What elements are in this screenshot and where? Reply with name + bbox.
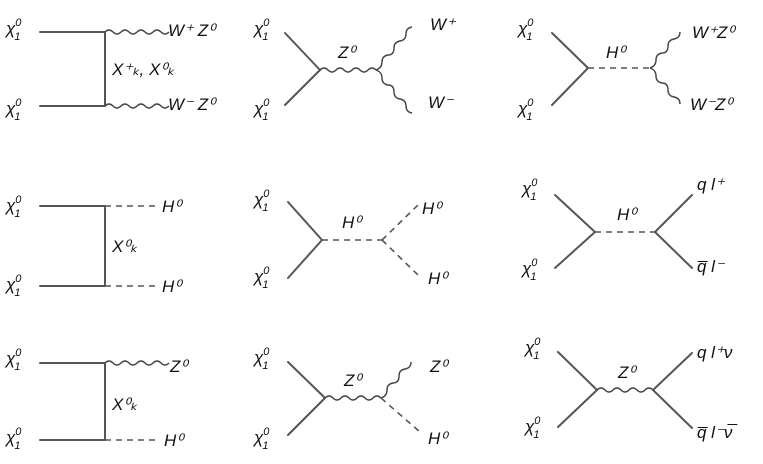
diagram-3-out-top-label: W⁺Z⁰: [692, 23, 736, 42]
diagram-9-out-top: [652, 352, 693, 391]
diagram-8-mediator-label: Z⁰: [343, 371, 363, 390]
diagram-8-out-top-label: Z⁰: [429, 357, 449, 376]
diagram-6-out-bottom-label: q̅ l⁻: [697, 257, 726, 276]
diagram-9-mediator: [596, 387, 654, 393]
diagram-6-out-top-label: q l⁺: [697, 175, 726, 194]
diagram-9-out-top-label: q l⁺ν: [697, 343, 733, 362]
diagram-7-out-top-label: Z⁰: [169, 357, 189, 376]
diagram-2-incoming-top: [284, 32, 321, 71]
diagram-5-mediator-label: H⁰: [342, 213, 363, 232]
diagram-5-out-bottom: [381, 239, 419, 276]
diagram-7-propagator-label: X⁰ₖ: [111, 395, 138, 414]
diagram-3-incoming-bottom: [551, 67, 589, 106]
diagram-1-boson-top: [104, 29, 170, 35]
diagram-2-out-top: [375, 26, 413, 71]
diagram-3-out-bottom-label: W⁻Z⁰: [690, 95, 734, 114]
diagram-3-incoming-top: [551, 32, 589, 69]
diagram-8-mediator: [324, 395, 382, 401]
diagram-9-out-bottom-label: q̅ l⁻ν̅: [697, 423, 739, 442]
diagram-5-incoming-bottom: [287, 239, 323, 279]
diagram-3-out-bottom: [649, 67, 681, 105]
diagram-6-out-top: [654, 194, 693, 233]
diagram-9-mediator-label: Z⁰: [617, 363, 637, 382]
diagram-5-out-top-label: H⁰: [422, 199, 443, 218]
diagram-9-incoming-top: [557, 351, 598, 391]
diagram-2-mediator: [319, 67, 377, 73]
diagram-5-out-top: [381, 204, 419, 241]
diagram-9-out-bottom: [652, 389, 693, 429]
diagram-6-incoming-bottom: [554, 231, 596, 269]
diagram-3-mediator-label: H⁰: [606, 43, 627, 62]
diagram-6-out-bottom: [654, 231, 693, 269]
diagram-4-out-bottom-label: H⁰: [162, 277, 183, 296]
diagram-9-incoming-bottom: [557, 389, 598, 428]
diagram-8-out-bottom-label: H⁰: [428, 429, 449, 448]
diagram-2-out-bottom-label: W⁻: [428, 93, 455, 112]
diagram-1-boson-bottom: [104, 103, 170, 109]
diagram-8-incoming-top: [287, 361, 326, 399]
diagram-2-mediator-label: Z⁰: [337, 43, 357, 62]
diagram-6-incoming-top: [554, 194, 596, 233]
diagram-8-out-top: [380, 361, 412, 399]
diagram-5-out-bottom-label: H⁰: [428, 269, 449, 288]
diagram-2-out-top-label: W⁺: [430, 15, 457, 34]
diagram-6-mediator-label: H⁰: [617, 205, 638, 224]
diagram-8-incoming-bottom: [287, 397, 326, 436]
diagram-8-out-bottom: [380, 397, 421, 433]
diagram-7-out-bottom-label: H⁰: [164, 431, 185, 450]
diagram-1-out-top-label: W⁺ Z⁰: [168, 21, 217, 40]
diagram-1-out-bottom-label: W⁻ Z⁰: [168, 95, 217, 114]
diagram-4-out-top-label: H⁰: [162, 197, 183, 216]
diagram-5-incoming-top: [287, 201, 323, 241]
diagram-1-propagator-label: X⁺ₖ, X⁰ₖ: [111, 60, 175, 79]
diagram-4-propagator-label: X⁰ₖ: [111, 237, 138, 256]
diagram-3-out-top: [649, 31, 681, 69]
diagram-2-incoming-bottom: [284, 69, 321, 106]
diagram-2-out-bottom: [375, 69, 413, 114]
diagram-7-out-top: [104, 360, 170, 366]
